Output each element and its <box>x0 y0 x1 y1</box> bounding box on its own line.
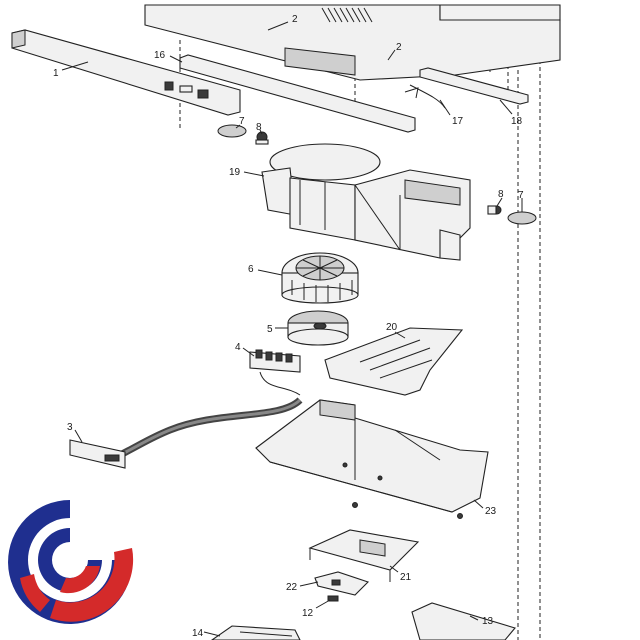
charcoal-filter-part-5 <box>287 310 349 346</box>
lamp-socket-right <box>487 205 502 215</box>
bottom-tray-part-23 <box>255 399 489 519</box>
callout-2b: 2 <box>396 42 402 53</box>
callout-16: 16 <box>154 50 166 61</box>
grease-filter-part-14 <box>211 625 301 640</box>
switch-bracket-part-22 <box>314 571 370 596</box>
callout-20: 20 <box>386 322 398 333</box>
logo-swirl-red <box>50 548 134 622</box>
callout-8b: 8 <box>498 189 504 200</box>
callout-7a: 7 <box>239 116 245 127</box>
leader-lines <box>61 21 523 637</box>
switch-block-part-4 <box>249 349 301 396</box>
bracket-part-18 <box>404 67 529 109</box>
control-board-part-21 <box>308 529 420 582</box>
callout-14: 14 <box>192 628 204 639</box>
callout-22: 22 <box>286 582 298 593</box>
callout-1: 1 <box>53 68 59 79</box>
brand-logo <box>8 500 134 625</box>
callout-5: 5 <box>267 324 273 335</box>
callout-8a: 8 <box>256 122 262 133</box>
lamp-bulb-right <box>507 211 537 225</box>
callout-12: 12 <box>302 608 314 619</box>
callout-13: 13 <box>482 616 494 627</box>
callout-labels: 1 2 2 3 4 5 6 7 7 8 8 12 13 14 16 17 18 … <box>53 14 524 639</box>
callout-6: 6 <box>248 264 254 275</box>
callout-3: 3 <box>67 422 73 433</box>
callout-2a: 2 <box>292 14 298 25</box>
callout-19: 19 <box>229 167 241 178</box>
lamp-bulb-left <box>217 124 247 138</box>
hood-top-housing <box>144 4 561 81</box>
motor-housing-part-19 <box>261 143 471 261</box>
cable-harness-part-3 <box>69 397 303 469</box>
lamp-socket-left <box>255 131 269 145</box>
light-lens-part-13 <box>411 602 516 640</box>
rail-part-16 <box>179 54 416 133</box>
callout-4: 4 <box>235 342 241 353</box>
vent-grille <box>321 7 373 23</box>
callout-17: 17 <box>452 116 464 127</box>
callout-18: 18 <box>511 116 523 127</box>
front-bar-part-1 <box>11 29 241 116</box>
duct-plate-part-20 <box>324 327 464 396</box>
blower-fan-part-6 <box>281 252 359 304</box>
logo-swirl-red <box>20 574 50 612</box>
callout-7b: 7 <box>518 190 524 201</box>
logo-swirl-red <box>60 566 100 594</box>
callout-21: 21 <box>400 572 412 583</box>
knob-part-12 <box>327 595 339 602</box>
callout-23: 23 <box>485 506 497 517</box>
